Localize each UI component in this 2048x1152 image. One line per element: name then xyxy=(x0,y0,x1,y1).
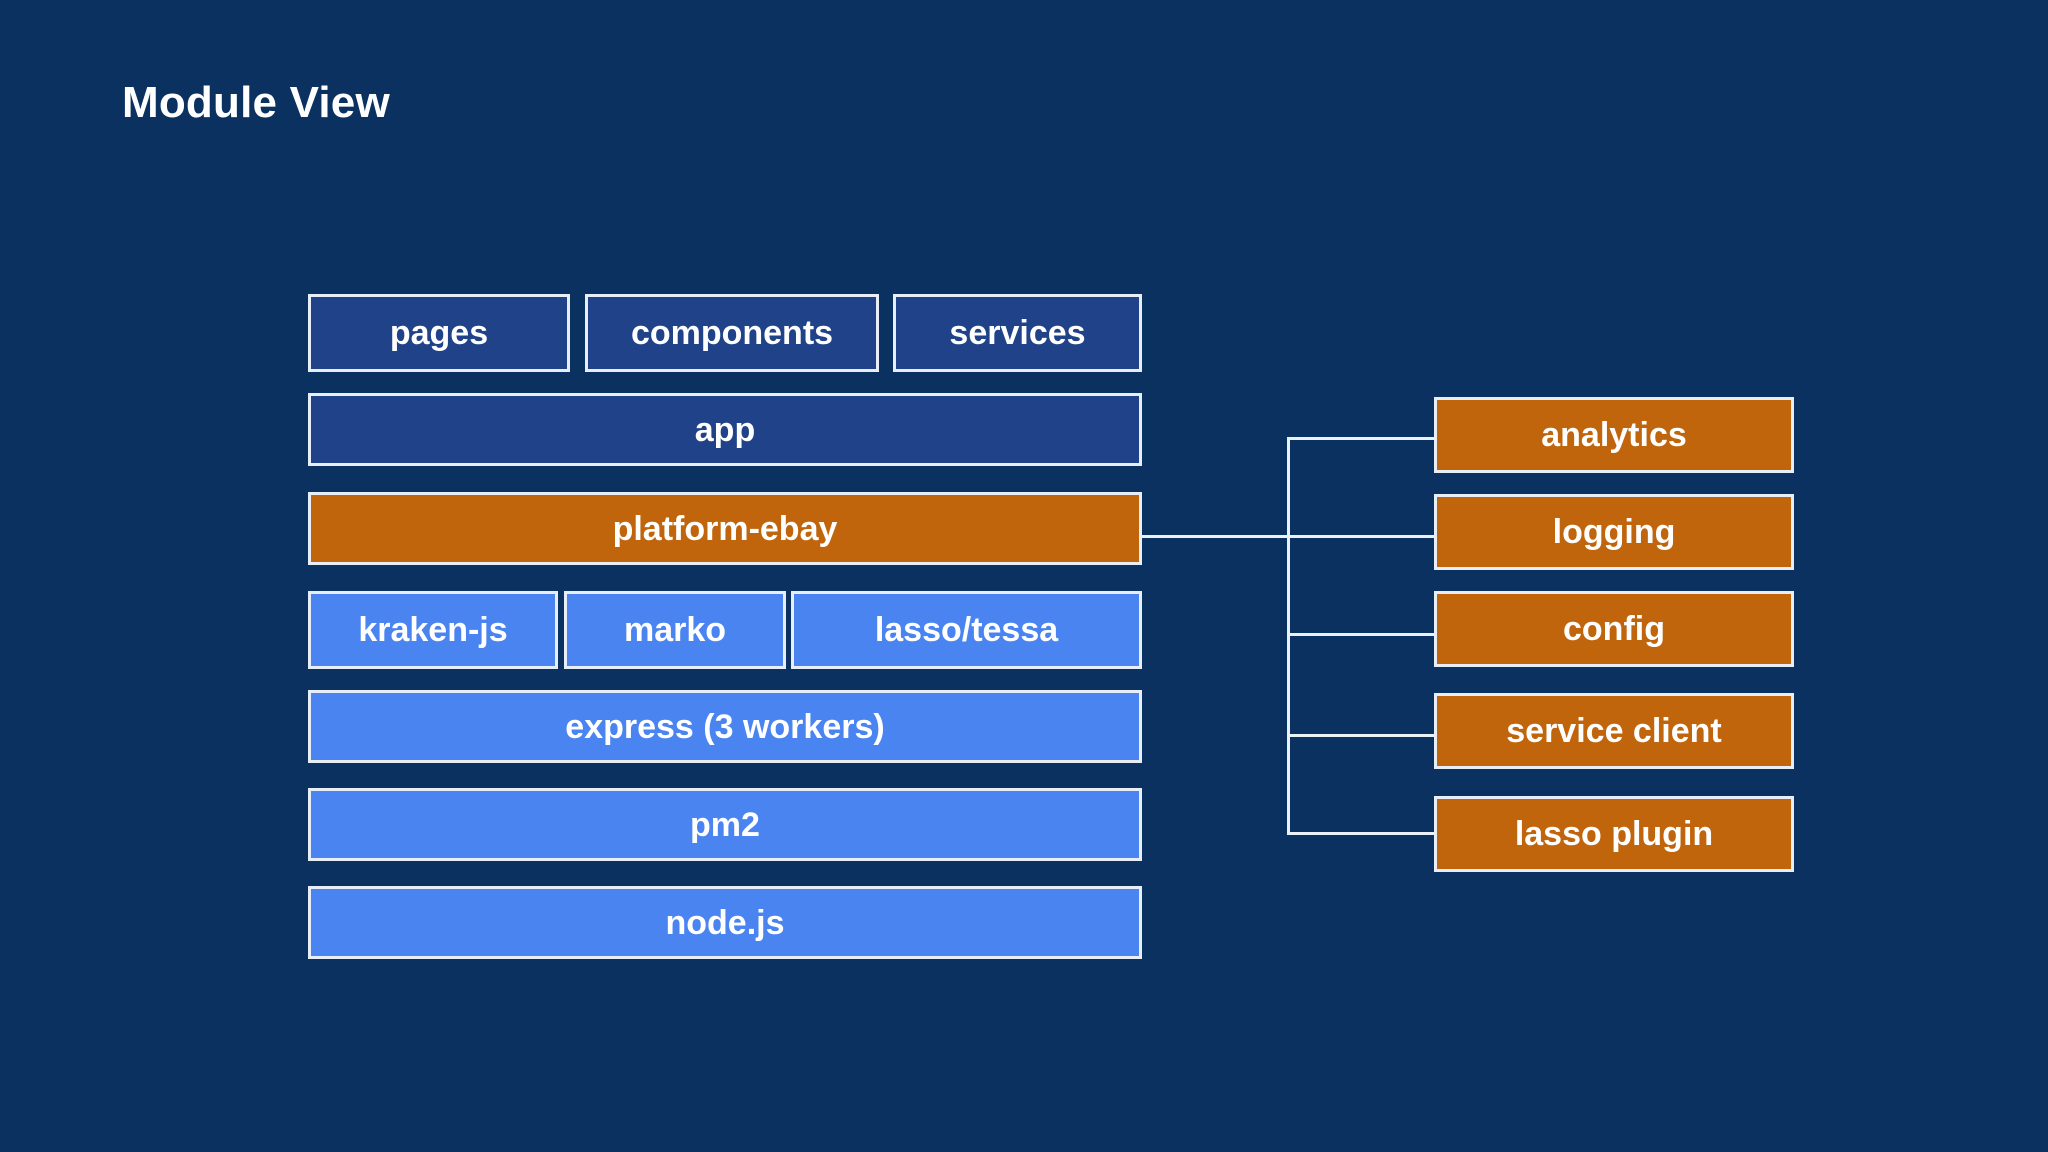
module-box-express[interactable]: express (3 workers) xyxy=(308,690,1142,763)
connector-branch-logging xyxy=(1287,535,1435,538)
module-box-label: kraken-js xyxy=(358,611,508,649)
module-box-label: node.js xyxy=(665,903,785,942)
module-box-pm2[interactable]: pm2 xyxy=(308,788,1142,861)
module-box-label: services xyxy=(949,314,1086,352)
module-box-analytics[interactable]: analytics xyxy=(1434,397,1794,473)
page-title: Module View xyxy=(122,78,390,127)
module-box-label: config xyxy=(1563,610,1665,648)
connector-trunk xyxy=(1142,535,1289,538)
connector-branch-analytics xyxy=(1287,437,1435,440)
module-box-label: components xyxy=(630,314,834,352)
module-box-label: lasso/tessa xyxy=(874,611,1059,649)
module-box-app[interactable]: app xyxy=(308,393,1142,466)
module-box-label: marko xyxy=(623,611,727,649)
module-box-lasso-plugin[interactable]: lasso plugin xyxy=(1434,796,1794,872)
connector-branch-lasso-plugin xyxy=(1287,832,1435,835)
module-box-pages[interactable]: pages xyxy=(308,294,570,372)
module-box-label: service client xyxy=(1506,712,1722,750)
module-box-node-js[interactable]: node.js xyxy=(308,886,1142,959)
module-box-kraken-js[interactable]: kraken-js xyxy=(308,591,558,669)
module-box-marko[interactable]: marko xyxy=(564,591,786,669)
module-box-lasso-tessa[interactable]: lasso/tessa xyxy=(791,591,1142,669)
module-box-label: logging xyxy=(1552,513,1676,551)
module-box-services[interactable]: services xyxy=(893,294,1142,372)
connector-branch-config xyxy=(1287,633,1435,636)
connector-branch-service-client xyxy=(1287,734,1435,737)
module-box-logging[interactable]: logging xyxy=(1434,494,1794,570)
module-box-platform-ebay[interactable]: platform-ebay xyxy=(308,492,1142,565)
module-box-label: lasso plugin xyxy=(1514,815,1714,853)
module-box-label: platform-ebay xyxy=(612,509,838,548)
module-box-label: express (3 workers) xyxy=(565,707,885,746)
module-box-label: pages xyxy=(389,314,489,352)
module-box-components[interactable]: components xyxy=(585,294,879,372)
connector-spine xyxy=(1287,437,1290,835)
module-box-config[interactable]: config xyxy=(1434,591,1794,667)
module-box-label: pm2 xyxy=(690,805,760,844)
module-box-label: app xyxy=(694,410,756,449)
module-box-service-client[interactable]: service client xyxy=(1434,693,1794,769)
module-box-label: analytics xyxy=(1541,416,1687,454)
